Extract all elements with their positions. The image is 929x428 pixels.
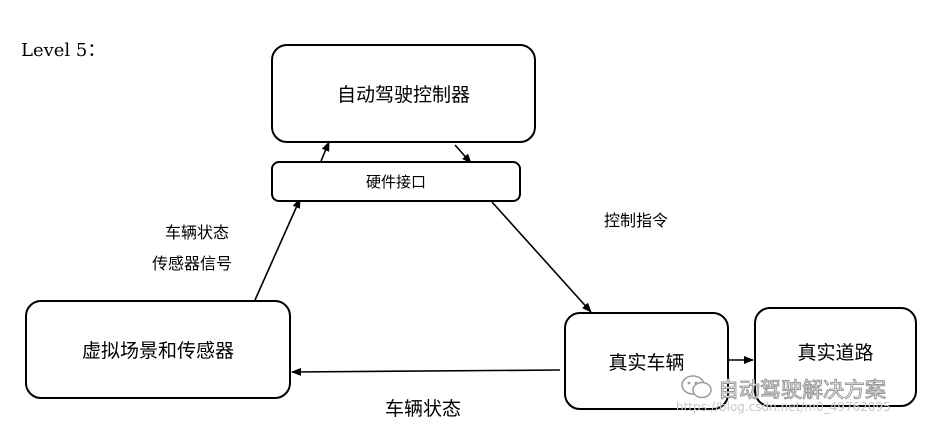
watermark-url: https://blog.csdn.net/m0_49762095 xyxy=(676,400,891,414)
edge-label-sensor-signal: 传感器信号 xyxy=(152,254,233,273)
node-real-road: 真实道路 xyxy=(754,307,917,407)
edge-label-control-command: 控制指令 xyxy=(604,211,669,230)
node-controller-label: 自动驾驶控制器 xyxy=(336,84,470,106)
edge-label-vehicle-state-left: 车辆状态 xyxy=(165,223,230,242)
node-real-vehicle-label: 真实车辆 xyxy=(608,351,685,374)
node-real-road-label: 真实道路 xyxy=(797,341,874,364)
edge-label-vehicle-state-bottom: 车辆状态 xyxy=(385,398,462,420)
node-controller: 自动驾驶控制器 xyxy=(271,44,536,143)
arrow-interface-to-vehicle xyxy=(491,201,592,313)
node-virtual-scene: 虚拟场景和传感器 xyxy=(25,300,291,399)
arrow-scene-to-interface xyxy=(254,198,301,301)
wechat-icon xyxy=(681,375,712,399)
arrow-interface-to-controller xyxy=(320,141,330,162)
arrow-controller-to-interface xyxy=(454,144,472,164)
node-virtual-scene-label: 虚拟场景和传感器 xyxy=(81,340,234,362)
watermark-text: 自动驾驶解决方案 xyxy=(718,378,887,403)
node-hardware-interface: 硬件接口 xyxy=(271,161,521,202)
level-label: Level 5： xyxy=(21,40,106,61)
node-hardware-interface-label: 硬件接口 xyxy=(365,173,426,191)
arrow-vehicle-to-scene xyxy=(291,367,561,376)
